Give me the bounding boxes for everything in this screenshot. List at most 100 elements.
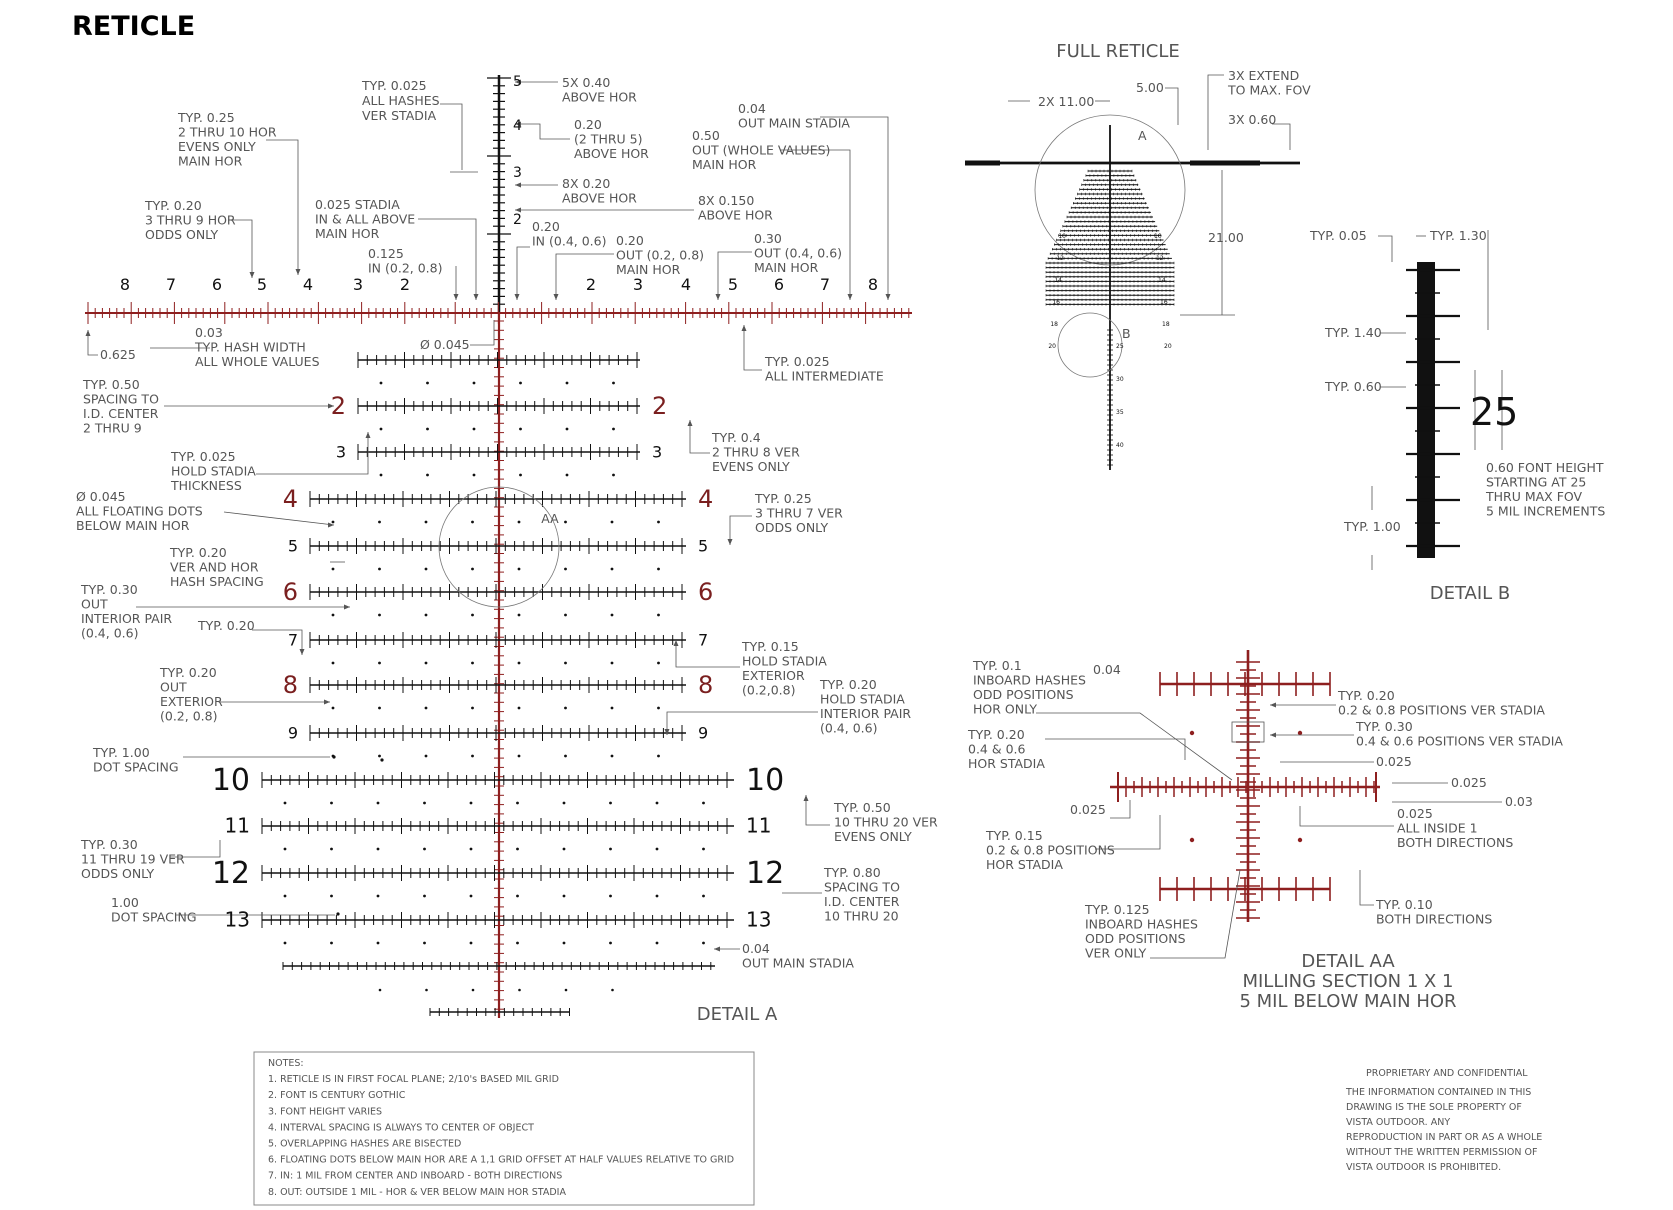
leader-line: [515, 123, 570, 140]
annotation-a16-line: 0.03: [195, 325, 223, 340]
annotation-c13-line: VER ONLY: [1085, 946, 1147, 961]
leader-line: [805, 795, 830, 826]
floating-dot: [564, 988, 568, 992]
annotation-a8-line: MAIN HOR: [315, 226, 380, 241]
dot-spacing-marker: [380, 758, 384, 762]
annotation-c5-line: 0.4 & 0.6: [968, 742, 1025, 757]
annotation-a14-line: OUT MAIN STADIA: [738, 116, 850, 131]
annotation-f3-line: 3X EXTEND: [1228, 68, 1299, 83]
arrowhead: [741, 325, 747, 331]
full-row-number-left: 18: [1050, 321, 1058, 328]
floating-dot: [517, 520, 521, 524]
annotation-a34-line: 1.00: [111, 895, 139, 910]
annotation-a22-line: BELOW MAIN HOR: [76, 518, 190, 533]
floating-dot: [517, 754, 521, 758]
annotation-b1-line: TYP. 0.05: [1309, 228, 1367, 243]
annotation-a20-line: EVENS ONLY: [712, 459, 790, 474]
floating-dot: [471, 613, 474, 617]
annotation-a32-line: 11 THRU 19 VER: [81, 852, 185, 867]
annotation-c3-line: TYP. 0.20: [1337, 688, 1395, 703]
floating-dot: [657, 520, 660, 524]
floating-dot: [612, 473, 615, 477]
arrowhead: [515, 79, 521, 85]
annotation-c4-line: TYP. 0.30: [1355, 719, 1413, 734]
annotation-c12-line: TYP. 0.10: [1375, 897, 1433, 912]
annotation-a29-line: TYP. 0.20: [819, 677, 877, 692]
full-row-number-left: 20: [1048, 343, 1056, 350]
aa-floating-dot: [1297, 730, 1303, 736]
floating-dot: [657, 661, 660, 665]
annotation-a23-line: 3 THRU 7 VER: [755, 506, 843, 521]
annotation-a24-line: TYP. 0.20: [169, 545, 227, 560]
floating-dot: [609, 847, 612, 851]
section-title-detail-aa: 5 MIL BELOW MAIN HOR: [1239, 991, 1456, 1012]
annotation-a12-line: MAIN HOR: [754, 260, 819, 275]
arrowhead: [687, 420, 693, 426]
annotation-a19-line: I.D. CENTER: [83, 406, 159, 421]
hold-row-number-left: 2: [331, 392, 346, 420]
notes-line: NOTES:: [268, 1058, 304, 1069]
main-horizontal-number-left: 8: [120, 275, 130, 294]
annotation-a33-line: I.D. CENTER: [824, 894, 900, 909]
floating-dot: [331, 706, 335, 710]
hold-row-number-left: 4: [283, 485, 298, 513]
annotation-b4-line: TYP. 0.60: [1324, 379, 1382, 394]
hold-row-number-right: 5: [698, 536, 708, 555]
leader-line: [729, 515, 752, 545]
detail-b-callout-circle: [1057, 312, 1123, 378]
arrowhead: [365, 432, 371, 438]
leader-line: [87, 330, 98, 356]
annotation-a7-line: ODDS ONLY: [145, 227, 218, 242]
arrowhead: [453, 294, 459, 300]
floating-dot: [655, 894, 659, 898]
annotation-a4-line: ABOVE HOR: [562, 191, 637, 206]
main-horizontal-number-right: 3: [633, 275, 643, 294]
main-horizontal-number-right: 6: [774, 275, 784, 294]
arrowhead: [328, 522, 334, 528]
hold-row-number-right: 6: [698, 578, 713, 606]
annotation-a4-line: 8X 0.20: [562, 176, 610, 191]
main-horizontal-number-right: 4: [681, 275, 691, 294]
annotation-c3-line: 0.2 & 0.8 POSITIONS VER STADIA: [1338, 703, 1545, 718]
floating-dot: [424, 706, 428, 710]
main-horizontal-number-left: 5: [257, 275, 267, 294]
dot-spacing-marker: [332, 755, 336, 759]
floating-dot: [423, 847, 426, 851]
annotation-a9-line: IN (0.2, 0.8): [368, 261, 442, 276]
upper-vertical-number: 3: [513, 165, 522, 181]
floating-dot: [331, 567, 335, 571]
floating-dot: [655, 941, 659, 945]
full-ver-number: 35: [1116, 409, 1124, 416]
proprietary-text-line: PROPRIETARY AND CONFIDENTIAL: [1366, 1068, 1528, 1079]
hold-row-number-left: 13: [225, 908, 250, 932]
full-row-number-right: 16: [1160, 299, 1168, 306]
annotation-a28-line: OUT: [160, 680, 187, 695]
upper-vertical-number: 2: [513, 212, 522, 228]
floating-dot: [610, 520, 614, 524]
floating-dot: [609, 894, 612, 898]
annotation-a8-line: IN & ALL ABOVE: [315, 212, 415, 227]
floating-dot: [655, 847, 659, 851]
floating-dot: [612, 427, 615, 431]
notes-line: 6. FLOATING DOTS BELOW MAIN HOR ARE A 1,…: [268, 1155, 734, 1166]
floating-dot: [565, 473, 569, 477]
leader-line: [440, 103, 463, 170]
full-ver-number: 25: [1116, 343, 1124, 350]
annotation-c5-line: TYP. 0.20: [967, 727, 1025, 742]
main-horizontal-number-left: 4: [303, 275, 313, 294]
leader-line: [675, 640, 740, 668]
floating-dot: [378, 567, 381, 571]
floating-dot: [702, 801, 705, 805]
hold-row-number-right: 10: [746, 763, 784, 798]
section-title-detail-aa: MILLING SECTION 1 X 1: [1242, 971, 1453, 992]
leader-line: [1045, 738, 1186, 760]
floating-dot: [609, 941, 612, 945]
annotation-a26-line: TYP. 0.20: [197, 618, 255, 633]
arrowhead: [295, 269, 301, 275]
annotation-c13-line: TYP. 0.125: [1084, 902, 1150, 917]
main-horizontal-number-left: 2: [400, 275, 410, 294]
annotation-a5-line: ABOVE HOR: [698, 208, 773, 223]
leader-line: [1207, 74, 1224, 150]
floating-dot: [655, 801, 659, 805]
full-row-number-right: 12: [1156, 255, 1164, 262]
